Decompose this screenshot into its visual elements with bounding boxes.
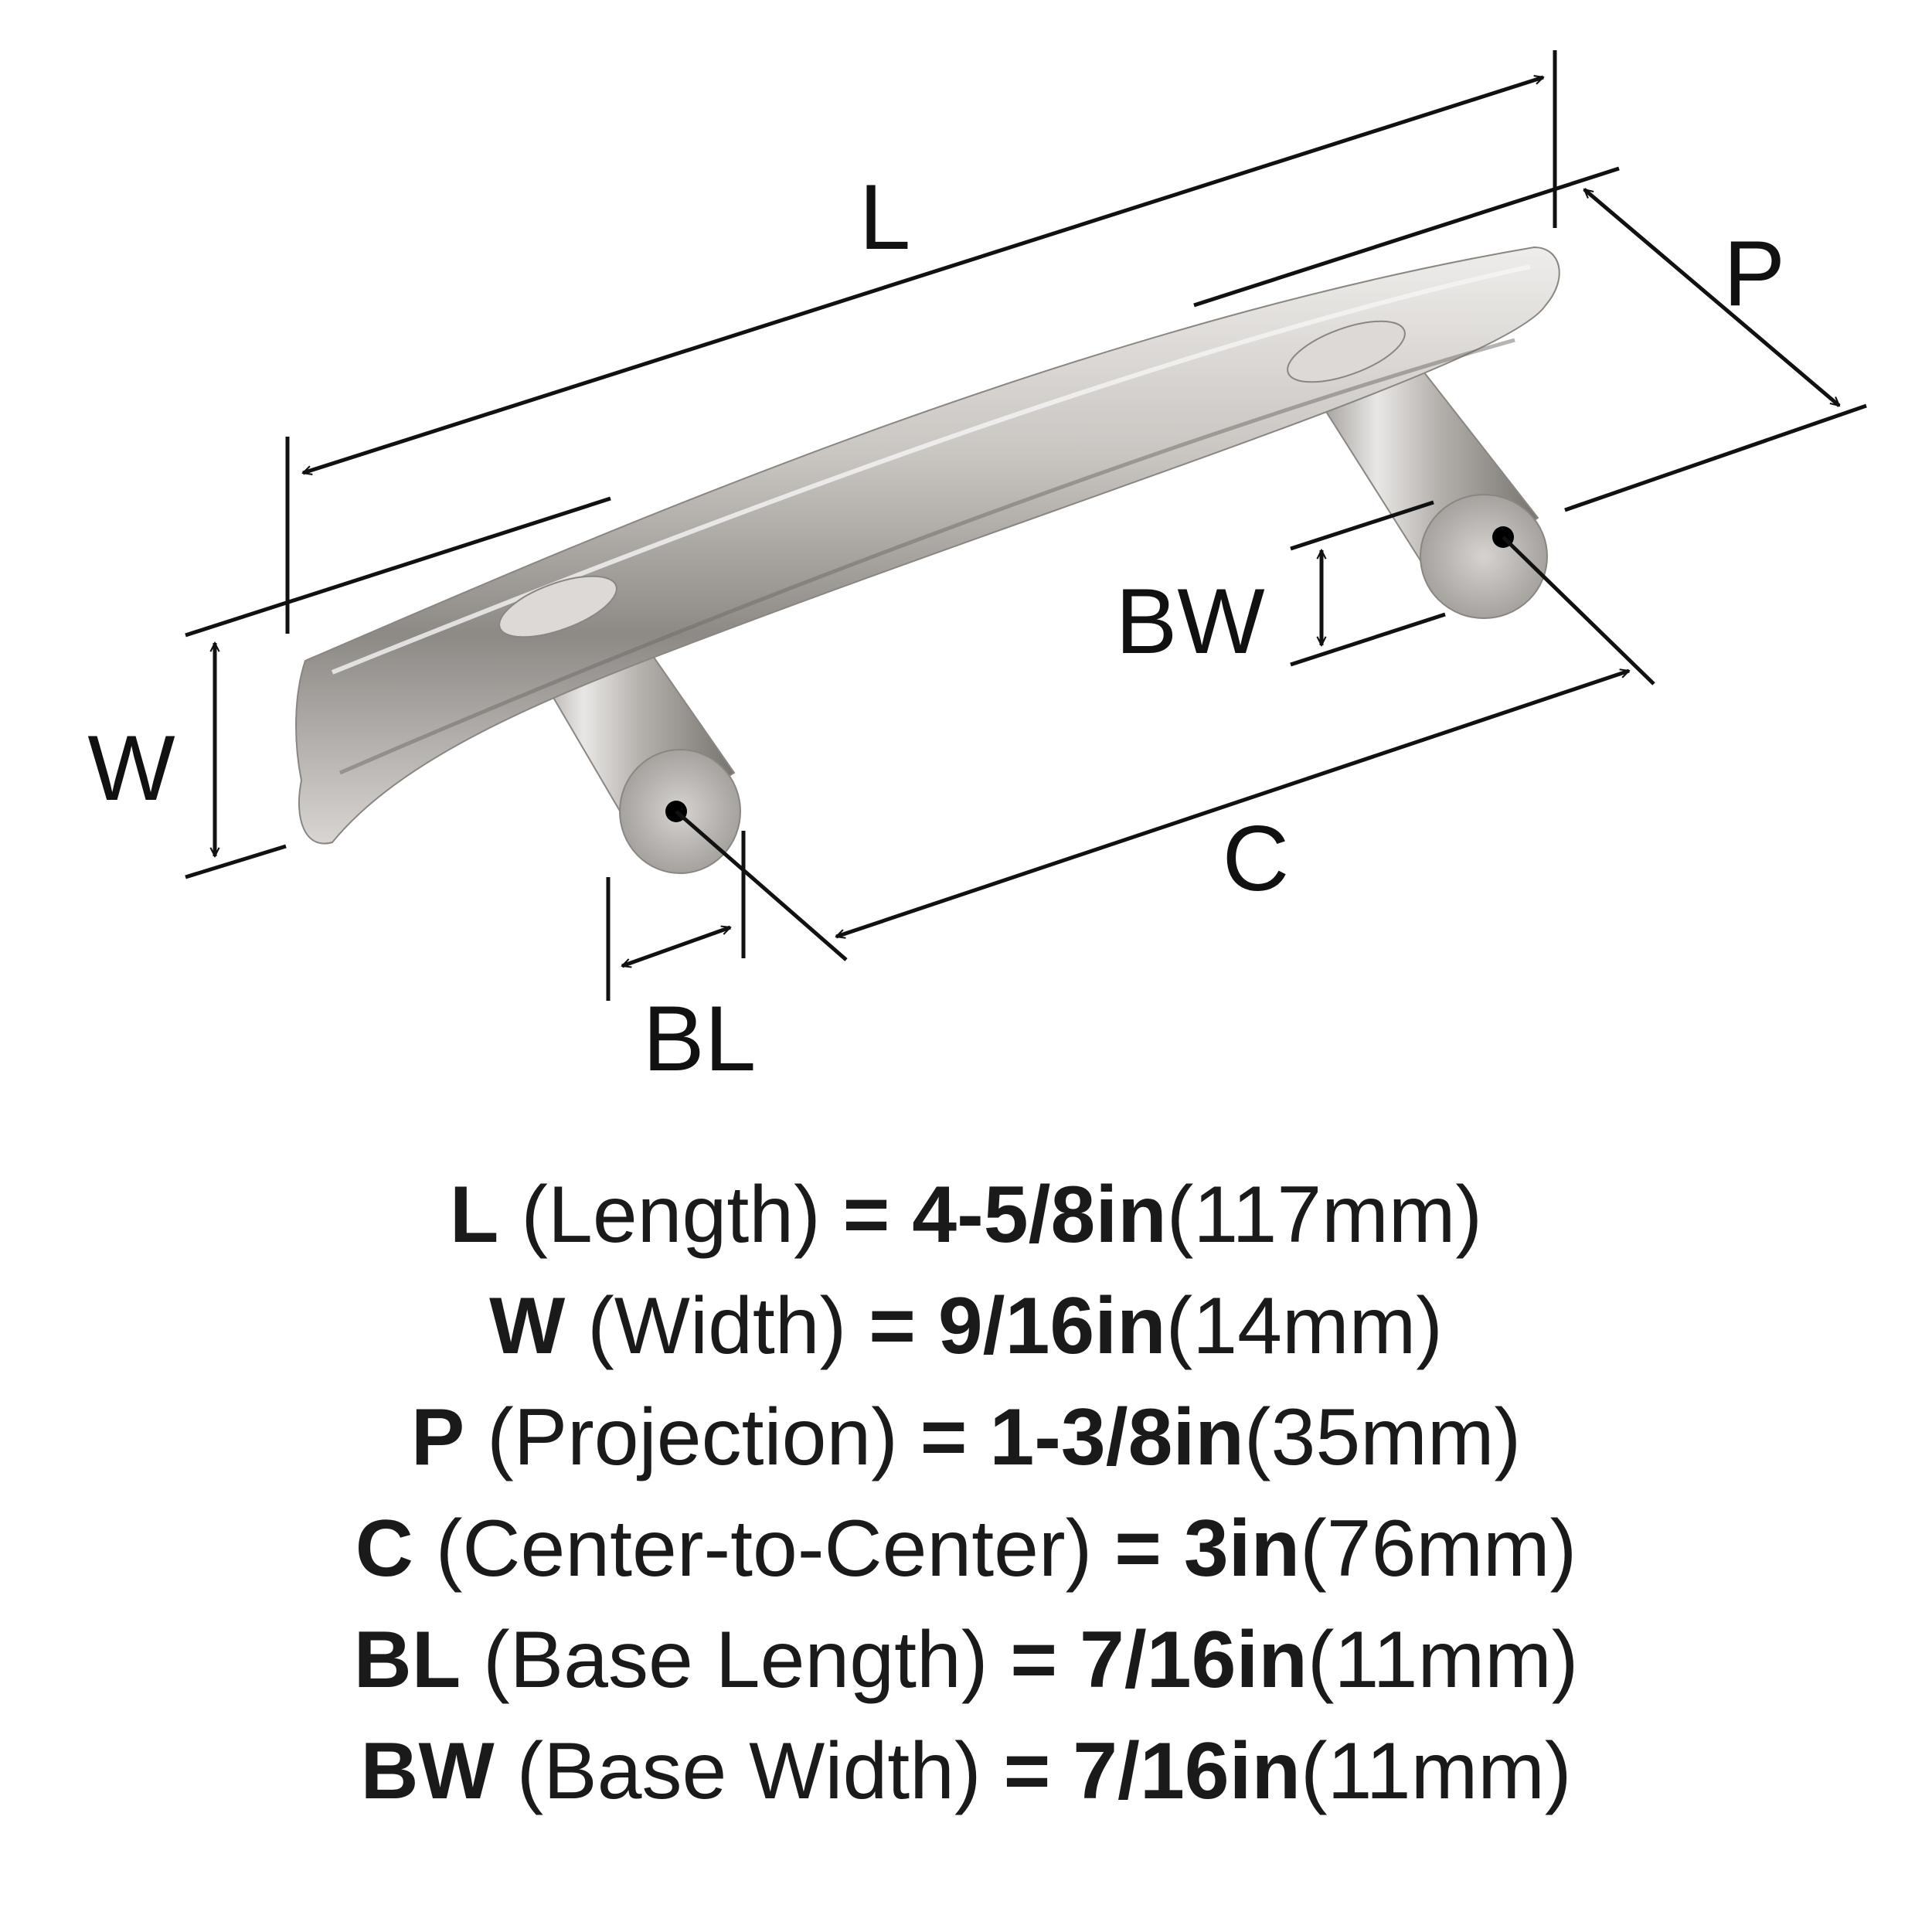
- spec-equals: =: [842, 1170, 890, 1260]
- spec-symbol: C: [355, 1504, 413, 1594]
- label-w: W: [87, 716, 175, 820]
- spec-metric: (14mm): [1165, 1281, 1443, 1371]
- spec-equals: =: [1114, 1504, 1162, 1594]
- label-p: P: [1723, 222, 1785, 325]
- spec-row-projection: P (Projection) = 1-3/8in(35mm): [0, 1382, 1932, 1493]
- spec-equals: =: [869, 1281, 916, 1371]
- spec-equals: =: [1010, 1615, 1058, 1705]
- dimension-lines: [185, 50, 1867, 1001]
- dimension-spec-list: L (Length) = 4-5/8in(117mm) W (Width) = …: [0, 1159, 1932, 1827]
- spec-imperial: 3in: [1183, 1504, 1301, 1594]
- spec-row-base-width: BW (Base Width) = 7/16in(11mm): [0, 1716, 1932, 1827]
- spec-name: (Width): [587, 1281, 847, 1371]
- spec-name: (Base Length): [483, 1615, 988, 1705]
- spec-row-center-to-center: C (Center-to-Center) = 3in(76mm): [0, 1493, 1932, 1604]
- dimension-labels: L P W BW C BL: [87, 165, 1785, 1090]
- p-extension-top: [1193, 166, 1620, 308]
- label-l: L: [859, 165, 911, 269]
- label-bw: BW: [1115, 570, 1264, 673]
- spec-name: (Base Width): [516, 1726, 981, 1816]
- l-dimension-line: [303, 77, 1543, 473]
- bw-extension-top: [1290, 500, 1434, 551]
- spec-imperial: 1-3/8in: [989, 1393, 1244, 1482]
- label-c: C: [1223, 807, 1290, 910]
- spec-metric: (76mm): [1300, 1504, 1577, 1594]
- bw-extension-bottom: [1290, 612, 1446, 667]
- spec-equals: =: [920, 1393, 968, 1482]
- spec-name: (Projection): [487, 1393, 898, 1482]
- spec-metric: (11mm): [1307, 1615, 1579, 1705]
- handle-illustration: [295, 246, 1560, 874]
- spec-equals: =: [1003, 1726, 1051, 1816]
- w-extension-top: [185, 496, 611, 638]
- spec-symbol: BL: [353, 1615, 461, 1705]
- spec-symbol: L: [449, 1170, 499, 1260]
- spec-imperial: 7/16in: [1073, 1726, 1301, 1816]
- spec-imperial: 9/16in: [937, 1281, 1166, 1371]
- spec-name: (Length): [521, 1170, 821, 1260]
- spec-metric: (11mm): [1301, 1726, 1572, 1816]
- spec-row-length: L (Length) = 4-5/8in(117mm): [0, 1159, 1932, 1270]
- spec-row-base-length: BL (Base Length) = 7/16in(11mm): [0, 1604, 1932, 1716]
- p-dimension-line: [1584, 188, 1839, 407]
- p-extension-bottom: [1564, 403, 1867, 512]
- spec-imperial: 4-5/8in: [912, 1170, 1167, 1260]
- label-bl: BL: [643, 987, 757, 1090]
- spec-symbol: BW: [360, 1726, 495, 1816]
- w-extension-bottom: [185, 844, 287, 879]
- bl-dimension-line: [622, 927, 730, 966]
- pull-handle-diagram: L P W BW C BL: [87, 50, 1867, 1090]
- c-dimension-line: [836, 671, 1629, 937]
- spec-imperial: 7/16in: [1080, 1615, 1308, 1705]
- c-leader-right: [1502, 536, 1655, 685]
- spec-symbol: P: [410, 1393, 465, 1482]
- c-leader-left: [675, 810, 848, 961]
- spec-metric: (117mm): [1166, 1170, 1483, 1260]
- spec-symbol: W: [489, 1281, 566, 1371]
- spec-row-width: W (Width) = 9/16in(14mm): [0, 1270, 1932, 1382]
- spec-name: (Center-to-Center): [435, 1504, 1093, 1594]
- spec-metric: (35mm): [1243, 1393, 1522, 1482]
